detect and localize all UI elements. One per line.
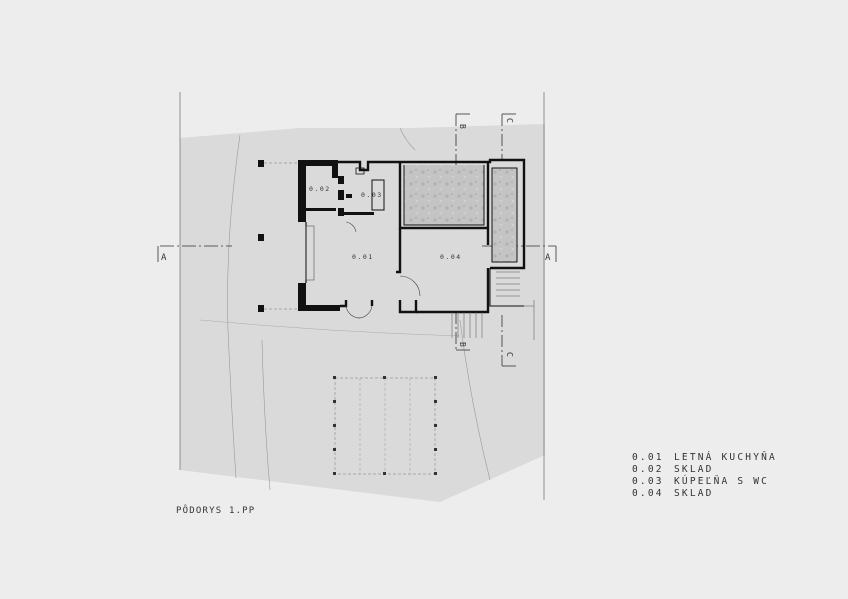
terrain-area bbox=[180, 124, 545, 502]
legend-code: 0.04 bbox=[632, 488, 664, 499]
stone-pit-right bbox=[492, 168, 517, 262]
legend-name: SKLAD bbox=[674, 464, 714, 475]
section-label-c-bottom: C bbox=[505, 352, 514, 357]
section-line-b: B B bbox=[455, 113, 470, 351]
room-label-0-02: 0.02 bbox=[309, 185, 331, 193]
section-label-a-left: A bbox=[161, 253, 167, 263]
section-label-a-right: A bbox=[545, 253, 551, 263]
legend-row: 0.02 SKLAD bbox=[632, 464, 777, 476]
section-label-c-top: C bbox=[505, 118, 514, 123]
section-line-c: C C bbox=[501, 113, 516, 367]
drawing-title: PÔDORYS 1.PP bbox=[176, 506, 256, 516]
section-label-b-bottom: B bbox=[458, 342, 467, 347]
legend-code: 0.02 bbox=[632, 464, 664, 475]
section-label-b-top: B bbox=[458, 124, 467, 129]
building-walls bbox=[298, 158, 526, 319]
room-label-0-01: 0.01 bbox=[352, 253, 374, 261]
terrain-contour bbox=[261, 339, 271, 491]
legend-row: 0.04 SKLAD bbox=[632, 488, 777, 500]
legend-name: SKLAD bbox=[674, 488, 714, 499]
stone-pit-left bbox=[404, 165, 484, 225]
terrain-contour bbox=[459, 319, 491, 481]
stairs bbox=[451, 271, 535, 340]
terrain-contour bbox=[227, 134, 241, 479]
legend-row: 0.01 LETNÁ KUCHYŇA bbox=[632, 452, 777, 464]
legend-name: LETNÁ KUCHYŇA bbox=[674, 452, 777, 463]
legend-code: 0.03 bbox=[632, 476, 664, 487]
legend-row: 0.03 KÚPEĽŇA S WC bbox=[632, 476, 777, 488]
terrain-contour bbox=[399, 127, 416, 151]
legend-name: KÚPEĽŇA S WC bbox=[674, 476, 770, 487]
pergola-columns bbox=[258, 160, 264, 312]
terrain-contour bbox=[199, 319, 461, 337]
carport-grid bbox=[333, 376, 437, 475]
room-label-0-04: 0.04 bbox=[440, 253, 462, 261]
room-label-0-03: 0.03 bbox=[361, 191, 383, 199]
legend-code: 0.01 bbox=[632, 452, 664, 463]
